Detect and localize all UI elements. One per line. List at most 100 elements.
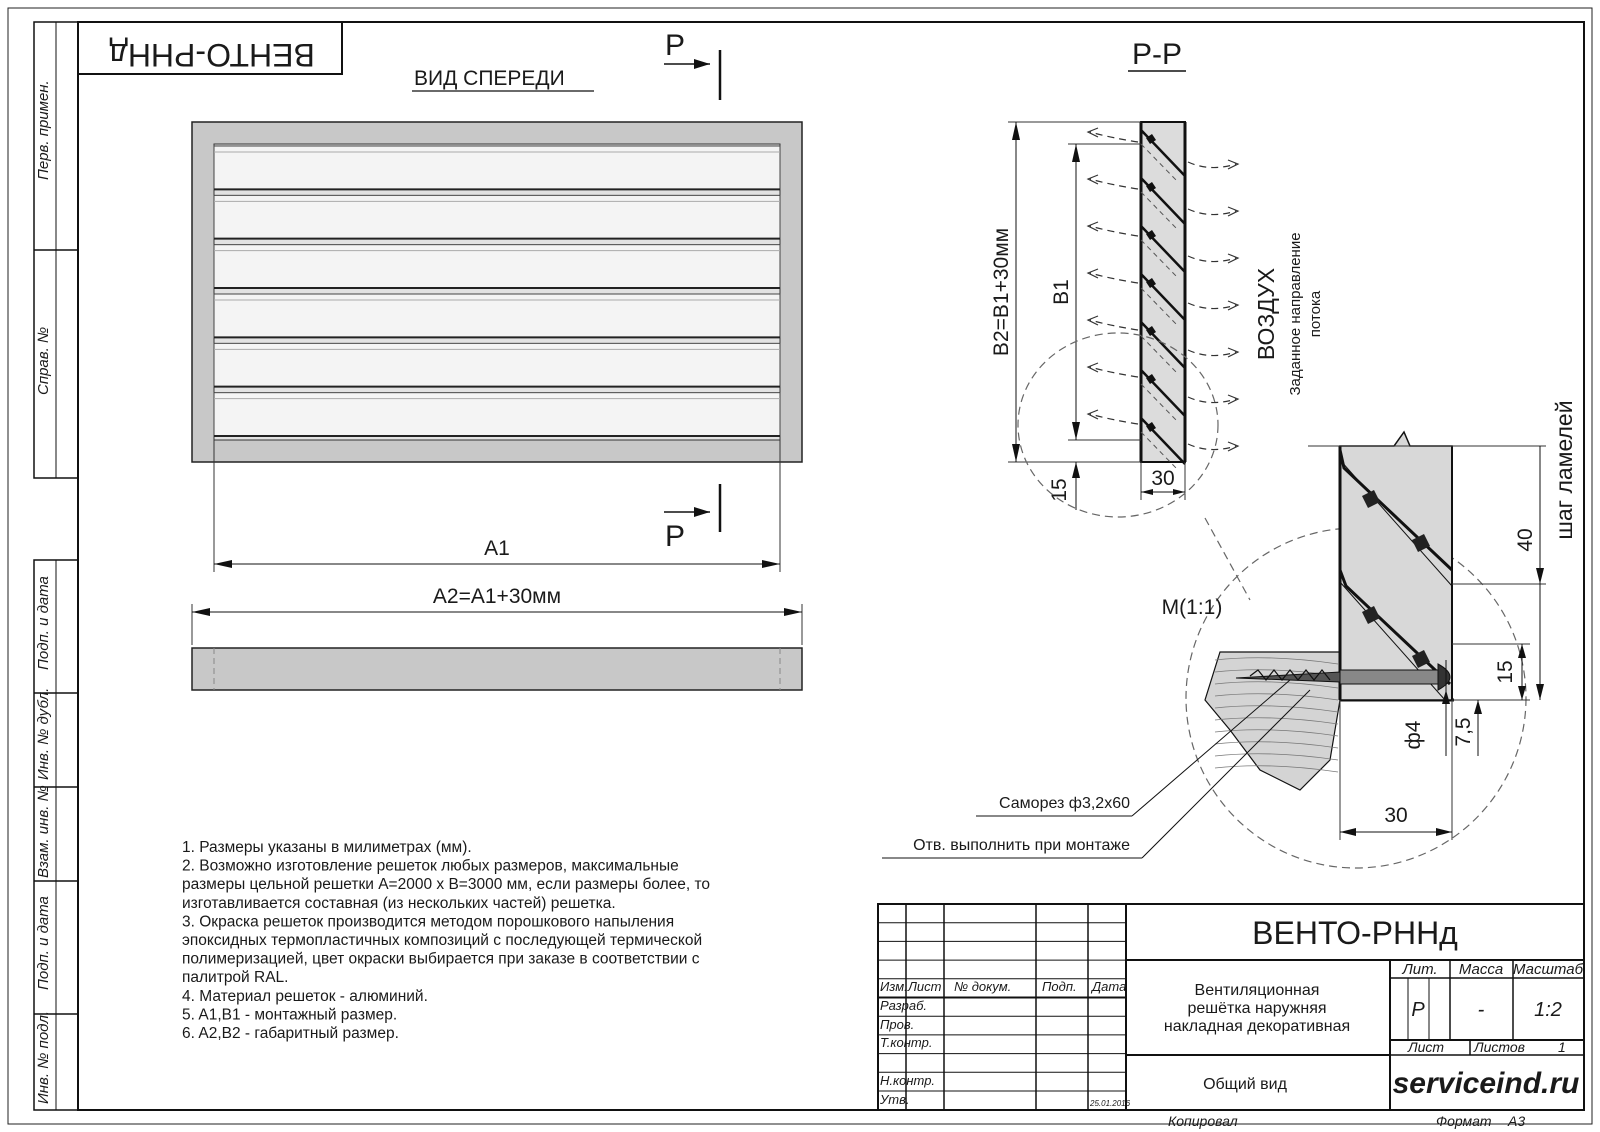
section-marker-bottom-label: Р: [665, 520, 685, 553]
section-rivet: [1146, 374, 1156, 384]
tb-designation: ВЕНТО-РННд: [1252, 915, 1458, 951]
detail-profile: [1308, 430, 1470, 701]
air-arrow-out-head: [1227, 300, 1240, 311]
note-line: размеры цельной решетки А=2000 х В=3000 …: [182, 876, 710, 893]
detail-screw: [1235, 663, 1451, 691]
note-line: 3. Окраска решеток производится методом …: [182, 913, 674, 930]
dim-detail-40: 40: [1452, 445, 1546, 700]
note-line: 4. Материал решеток - алюминий.: [182, 988, 428, 1005]
strip-label-sign-date-1: Подп. и дата: [35, 576, 52, 670]
note-line: палитрой RAL.: [182, 969, 288, 986]
wood-grain-line: [1214, 741, 1339, 749]
air-arrow-in-head: [1086, 315, 1099, 326]
section-marker-bottom: Р: [664, 484, 722, 553]
section-marker-top: Р: [664, 29, 722, 100]
dim-a2-label: A2=A1+30мм: [433, 585, 561, 608]
louver-blade: [213, 293, 781, 338]
air-label: ВОЗДУХ: [1253, 268, 1279, 360]
detail-callout-link: [1204, 517, 1251, 601]
section-rivet: [1146, 134, 1156, 144]
leader-screw: Саморез ф3,2х60: [976, 679, 1291, 817]
grille-top-view: [191, 647, 803, 691]
air-arrow-in: [1089, 272, 1139, 284]
note-line: эпоксидных термопластичных композиций с …: [182, 932, 702, 949]
tb-name-line3: накладная декоративная: [1164, 1018, 1350, 1035]
air-arrow-out: [1187, 349, 1237, 357]
wood-grain-line: [1214, 729, 1339, 737]
louver-blade: [213, 244, 781, 289]
tb-mass-label: Масса: [1459, 961, 1503, 978]
dim-a1: A1: [213, 440, 781, 572]
tb-row-nkontr: Н.контр.: [880, 1073, 935, 1088]
air-arrow-out: [1187, 208, 1237, 216]
air-arrow-in-head: [1086, 221, 1099, 232]
tb-sheet-label: Лист: [1407, 1039, 1444, 1055]
air-arrow-in-head: [1086, 362, 1099, 373]
air-arrow-in: [1089, 131, 1139, 143]
air-arrow-out: [1187, 302, 1237, 310]
tb-format-value: А3: [1507, 1113, 1525, 1129]
wood-grain-line: [1214, 765, 1339, 773]
tb-row-prov: Пров.: [880, 1017, 914, 1032]
note-line: изготавливается составная (из нескольких…: [182, 895, 616, 912]
air-arrow-out-head: [1227, 159, 1240, 170]
lamel-step-label: шаг ламелей: [1551, 400, 1577, 539]
tb-sheets-label: Листов: [1473, 1039, 1525, 1055]
detail-m-label: М(1:1): [1162, 596, 1223, 619]
leader-hole: Отв. выполнить при монтаже: [882, 689, 1311, 859]
dim-section-15-label: 15: [1048, 478, 1071, 501]
dim-b2: B2=B1+30мм: [990, 121, 1141, 463]
air-arrow-out: [1187, 396, 1237, 404]
tb-col-doc: № докум.: [954, 979, 1011, 994]
tb-mass-value: -: [1478, 999, 1485, 1021]
tb-scale-label: Масштаб: [1513, 961, 1584, 978]
air-arrow-in: [1089, 366, 1139, 378]
grille-front-view: [191, 121, 803, 463]
air-arrow-out-head: [1227, 253, 1240, 264]
flow-direction-label-2: потока: [1307, 290, 1324, 337]
section-rivet: [1146, 278, 1156, 288]
left-strip: Перв. примен. Справ. № Подп. и дата Инв.…: [33, 21, 79, 1111]
dim-detail-phi4: ф4: [1402, 660, 1450, 756]
louver-blade: [213, 392, 781, 437]
leader-hole-label: Отв. выполнить при монтаже: [913, 837, 1130, 854]
note-line: 2. Возможно изготовление решеток любых р…: [182, 858, 679, 875]
front-view-title: ВИД СПЕРЕДИ: [414, 67, 565, 90]
tb-name-line1: Вентиляционная: [1195, 982, 1320, 999]
dim-detail-7-5: 7,5: [1452, 700, 1482, 756]
dim-section-30-label: 30: [1151, 467, 1174, 490]
wood-grain-line: [1214, 717, 1339, 725]
note-line: 6. A2,B2 - габаритный размер.: [182, 1025, 399, 1042]
tb-lit-label: Лит.: [1401, 961, 1437, 978]
dim-detail-15-label: 15: [1494, 660, 1517, 683]
notes-block: 1. Размеры указаны в милиметрах (мм). 2. …: [182, 839, 710, 1042]
strip-label-replace-inv: Взам. инв. №: [35, 785, 52, 878]
dim-a1-label: A1: [484, 537, 510, 560]
tb-row-utv: Утв.: [879, 1092, 910, 1107]
dim-b1: B1: [1050, 143, 1141, 441]
dim-detail-40-label: 40: [1514, 528, 1537, 551]
tb-copied: Копировал: [1168, 1113, 1238, 1129]
strip-label-sign-date-2: Подп. и дата: [35, 896, 52, 990]
air-arrow-out-head: [1227, 394, 1240, 405]
tb-col-list: Лист: [907, 979, 942, 994]
tb-scale-value: 1:2: [1534, 999, 1562, 1021]
air-arrow-in-head: [1086, 268, 1099, 279]
louver-blade: [213, 342, 781, 388]
wood-grain-line: [1214, 705, 1339, 713]
note-line: 1. Размеры указаны в милиметрах (мм).: [182, 839, 472, 856]
section-rivet: [1146, 422, 1156, 432]
tb-row-razrab: Разраб.: [880, 998, 927, 1013]
tb-col-sign: Подп.: [1042, 979, 1077, 994]
tb-name-line2: решётка наружняя: [1187, 1000, 1326, 1017]
air-arrow-in: [1089, 319, 1139, 331]
dim-detail-30-label: 30: [1384, 804, 1407, 827]
tb-site: serviceind.ru: [1393, 1067, 1580, 1100]
leader-screw-label: Саморез ф3,2х60: [999, 795, 1130, 812]
dim-detail-7-5-label: 7,5: [1452, 717, 1475, 746]
section-title: Р-Р: [1132, 38, 1182, 71]
dim-b2-label: B2=B1+30мм: [990, 228, 1013, 356]
air-arrow-in-head: [1086, 127, 1099, 138]
note-line: 5. A1,B1 - монтажный размер.: [182, 1006, 397, 1023]
